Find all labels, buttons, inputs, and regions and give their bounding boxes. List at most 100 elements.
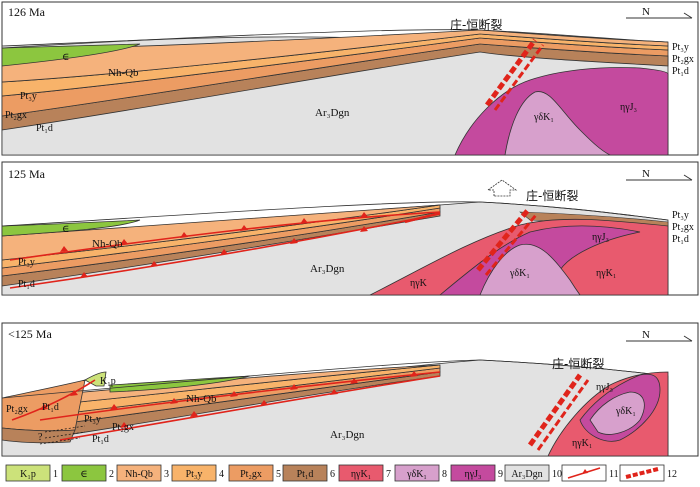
legend-item: ηγJ₃ 9: [450, 464, 503, 482]
legend-number: 9: [498, 469, 503, 480]
edge-label-pt2gx: Pt₂gx: [672, 54, 694, 65]
legend-label: ηγJ₃: [464, 469, 481, 480]
legend-number: 5: [276, 469, 281, 480]
legend-label: Ar₃Dgn: [511, 469, 542, 480]
legend-item: Pt₁d 6: [282, 464, 335, 482]
edge-label-pt3y: Pt₃y: [672, 42, 689, 53]
panel-age-label: <125 Ma: [8, 327, 52, 341]
legend-swatch: [171, 464, 217, 482]
fault-zhuang-heng: [527, 373, 590, 451]
legend-swatch: [450, 464, 496, 482]
north-label: N: [642, 168, 650, 180]
unit-label-k1p: K₁p: [100, 376, 116, 387]
legend-number: 4: [219, 469, 224, 480]
unit-label-gamma-delta-k1: γδK₁: [615, 406, 636, 417]
thrust-tooth-icon: [582, 469, 588, 474]
unit-label-eta-gamma-j3: ηγJ₃: [620, 102, 637, 113]
legend-item: ∈2: [61, 464, 114, 482]
legend-swatch: [5, 464, 51, 482]
unit-label-cambrian: ∈: [62, 52, 69, 63]
legend-number: 7: [386, 469, 391, 480]
intrusion-gamma-delta-k1: [504, 91, 611, 156]
legend-label: Pt₂gx: [240, 469, 262, 480]
legend-item: 12: [619, 464, 677, 482]
fault-zhuang-heng: [484, 38, 545, 111]
north-arrow: N: [626, 329, 693, 342]
edge-label-pt1d: Pt₁d: [672, 66, 689, 77]
panel-age-label: 125 Ma: [8, 167, 46, 181]
unit-label-pt2gx-left: Pt₂gx: [6, 404, 28, 415]
unit-label-ar3dgn: Ar₃Dgn: [315, 107, 350, 119]
unit-label-eta-gamma-j3: ηγJ₃: [592, 232, 609, 243]
legend-label: Nh-Qb: [125, 469, 153, 480]
intrusion-gamma-delta-k1: [479, 243, 581, 296]
unit-label-pt3y: Pt₃y: [18, 257, 35, 268]
north-arrow: N: [626, 168, 693, 181]
edge-label-pt1d: Pt₁d: [672, 234, 689, 245]
legend-number: 12: [667, 469, 677, 480]
legend-swatch: [116, 464, 162, 482]
legend-label: Pt₁d: [297, 469, 314, 480]
panel-126ma: 126 Ma 庄-恒断裂 N ∈ Nh-Qb Pt₃y Pt₂gx Pt₁d A…: [1, 1, 699, 156]
legend-swatch: [338, 464, 384, 482]
unit-label-eta-gamma-k1: ηγK₁: [572, 438, 592, 449]
fault-zone-symbol-icon: [625, 467, 659, 479]
legend-swatch: [504, 464, 550, 482]
thrust-faults: [9, 211, 441, 289]
surface-line: [1, 29, 669, 49]
layer-cambrian: [1, 219, 141, 237]
unit-label-eta-gamma-k: ηγK: [410, 278, 428, 289]
intrusion-gamma-delta-k1: [589, 391, 645, 435]
legend-label: Pt₃y: [186, 469, 203, 480]
legend-number: 2: [109, 469, 114, 480]
north-arrow: N: [626, 6, 693, 19]
unit-label-eta-gamma-k1: ηγK₁: [596, 268, 616, 279]
surface-line: [1, 201, 669, 227]
unit-label-ar3dgn: Ar₃Dgn: [330, 429, 365, 441]
fault-label: 庄-恒断裂: [526, 188, 578, 203]
legend-item: 11: [561, 464, 619, 482]
legend-number: 11: [609, 469, 619, 480]
edge-label-pt3y: Pt₃y: [672, 210, 689, 221]
unit-label-gamma-delta-k1: γδK₁: [533, 112, 554, 123]
unit-label-pt3y: Pt₃y: [84, 414, 101, 425]
legend-swatch: [228, 464, 274, 482]
legend-number: 1: [53, 469, 58, 480]
unit-label-pt2gx: Pt₂gx: [112, 422, 134, 433]
unit-label-pt1d-left: Pt₁d: [42, 402, 59, 413]
legend-swatch: [282, 464, 328, 482]
unit-label-pt3y: Pt₃y: [20, 91, 37, 102]
north-label: N: [642, 6, 650, 18]
fault-label: 庄-恒断裂: [450, 17, 502, 32]
uplift-arrow-icon: [486, 179, 518, 197]
unit-label-pt1d: Pt₁d: [92, 434, 109, 445]
unit-label-ar3dgn: Ar₃Dgn: [310, 263, 345, 275]
inferred-contacts: [39, 425, 86, 445]
unit-label-nhqb: Nh-Qb: [92, 238, 123, 250]
layer-nhqb: [1, 29, 669, 83]
legend-number: 6: [330, 469, 335, 480]
unit-label-eta-gamma-j3: ηγJ₃: [596, 382, 613, 393]
thrust-faults: [11, 371, 441, 441]
panel-125ma: 125 Ma 庄-恒断裂 N ∈ Nh-Qb Pt₃y Pt₁d Ar₃Dgn …: [1, 161, 699, 296]
thrust-slice-left-base: [1, 427, 76, 444]
unit-label-pt1d: Pt₁d: [18, 279, 35, 290]
surface-line: [1, 359, 669, 399]
unit-label-pt1d: Pt₁d: [36, 123, 53, 134]
fault-zhuang-heng: [476, 208, 538, 276]
legend-item: K₁p 1: [5, 464, 58, 482]
legend-label: K₁p: [20, 469, 36, 480]
legend-item: Pt₃y 4: [171, 464, 224, 482]
legend-swatch: [394, 464, 440, 482]
panel-age-label: 126 Ma: [8, 5, 46, 19]
fault-label: 庄-恒断裂: [552, 356, 604, 371]
legend-number: 8: [442, 469, 447, 480]
edge-label-pt2gx: Pt₂gx: [672, 222, 694, 233]
unit-label-nhqb: Nh-Qb: [186, 393, 217, 405]
unit-label-cambrian: ∈: [62, 224, 69, 235]
